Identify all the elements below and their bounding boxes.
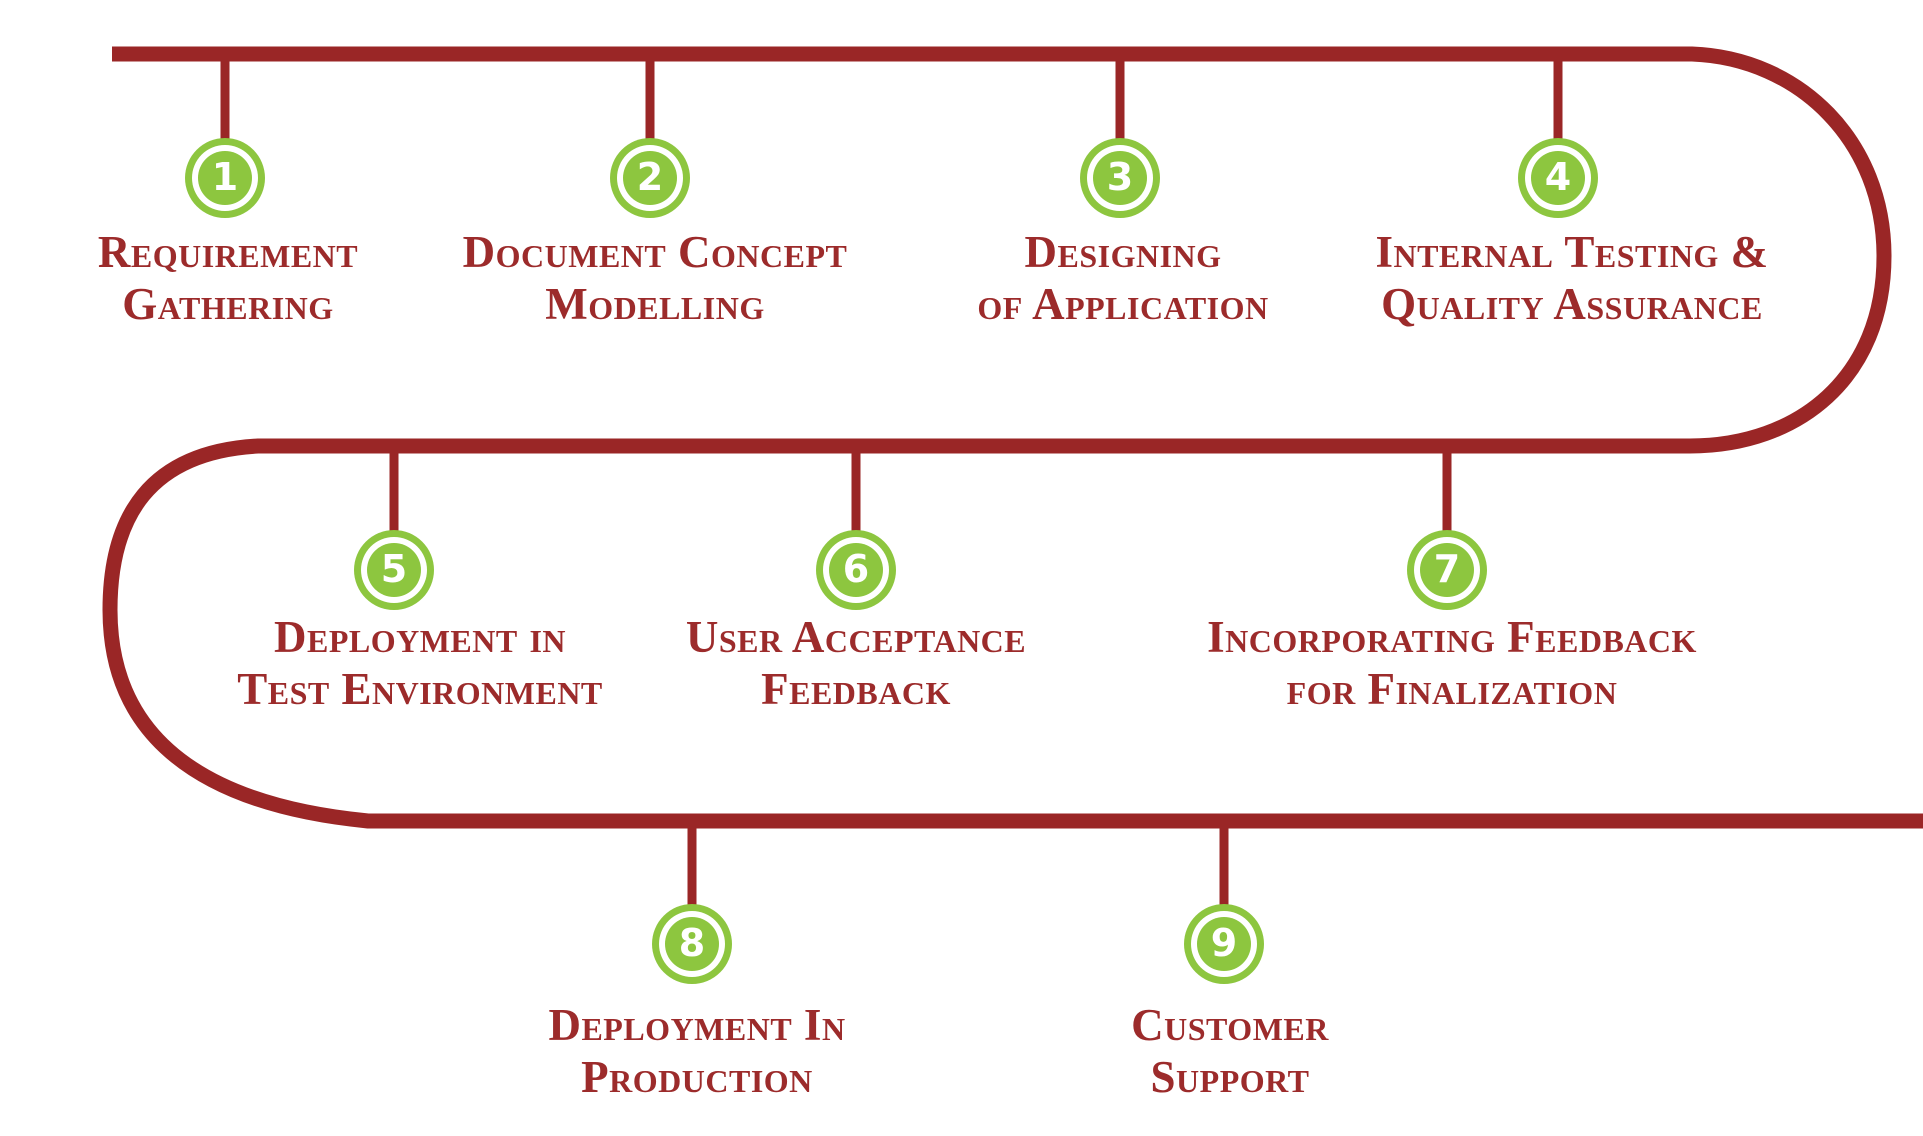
step-9-label-line2: Support [1150, 1052, 1310, 1102]
step-4-label: Internal Testing & Quality Assurance [1375, 226, 1768, 330]
step-5-label-line2: Test Environment [237, 664, 603, 714]
step-1-number: 1 [198, 151, 252, 205]
step-8-badge: 8 [652, 904, 732, 984]
step-5-number: 5 [367, 543, 421, 597]
step-1-label-line2: Gathering [122, 279, 334, 329]
step-9-badge: 9 [1184, 904, 1264, 984]
step-1-label-line1: Requirement [97, 227, 359, 277]
step-2-badge-ring: 2 [617, 145, 683, 211]
step-2-label-line1: Document Concept [462, 227, 848, 277]
step-6-label-line1: User Acceptance [685, 612, 1027, 662]
step-6-label: User Acceptance Feedback [686, 611, 1026, 715]
step-7-number: 7 [1420, 543, 1474, 597]
step-3-label-line1: Designing [1024, 227, 1222, 277]
step-5-badge: 5 [354, 530, 434, 610]
step-8-label-line2: Production [581, 1052, 813, 1102]
serpentine-line [102, 46, 1923, 829]
step-3-label: Designing of Application [977, 226, 1268, 330]
step-7-badge: 7 [1407, 530, 1487, 610]
step-9-badge-ring: 9 [1191, 911, 1257, 977]
step-6-badge-ring: 6 [823, 537, 889, 603]
step-3-label-line2: of Application [977, 279, 1269, 329]
step-6-label-line2: Feedback [761, 664, 951, 714]
step-8-badge-ring: 8 [659, 911, 725, 977]
step-6-badge: 6 [816, 530, 896, 610]
step-4-number: 4 [1531, 151, 1585, 205]
step-8-number: 8 [665, 917, 719, 971]
step-8-label: Deployment In Production [548, 999, 845, 1103]
step-8-label-line1: Deployment In [548, 1000, 846, 1050]
step-1-label: Requirement Gathering [98, 226, 358, 330]
step-5-label-line1: Deployment in [273, 612, 567, 662]
step-2-badge: 2 [610, 138, 690, 218]
step-3-badge: 3 [1080, 138, 1160, 218]
step-7-label-line2: for Finalization [1286, 664, 1618, 714]
step-2-label-line2: Modelling [545, 279, 765, 329]
step-2-label: Document Concept Modelling [463, 226, 848, 330]
step-5-badge-ring: 5 [361, 537, 427, 603]
step-4-badge-ring: 4 [1525, 145, 1591, 211]
step-9-label-line1: Customer [1131, 1000, 1329, 1050]
step-7-label-line1: Incorporating Feedback [1207, 612, 1697, 662]
step-1-badge-ring: 1 [192, 145, 258, 211]
step-6-number: 6 [829, 543, 883, 597]
step-1-badge: 1 [185, 138, 265, 218]
step-3-badge-ring: 3 [1087, 145, 1153, 211]
step-3-number: 3 [1093, 151, 1147, 205]
step-9-number: 9 [1197, 917, 1251, 971]
step-5-label: Deployment in Test Environment [237, 611, 603, 715]
step-7-badge-ring: 7 [1414, 537, 1480, 603]
step-9-label: Customer Support [1131, 999, 1329, 1103]
step-4-label-line2: Quality Assurance [1381, 279, 1763, 329]
step-2-number: 2 [623, 151, 677, 205]
step-4-badge: 4 [1518, 138, 1598, 218]
step-7-label: Incorporating Feedback for Finalization [1207, 611, 1697, 715]
step-4-label-line1: Internal Testing & [1375, 227, 1769, 277]
